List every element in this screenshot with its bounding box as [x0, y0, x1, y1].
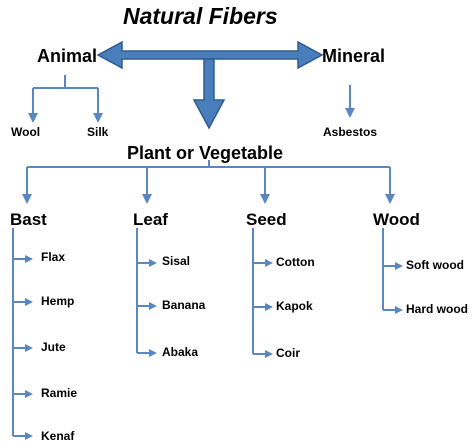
- bast-arrowhead: [25, 255, 33, 263]
- seed-arrowhead: [265, 259, 273, 267]
- arrowhead-wood: [385, 194, 395, 204]
- kenaf-label: Kenaf: [41, 429, 75, 443]
- soft-wood-label: Soft wood: [406, 258, 464, 272]
- bast-label: Bast: [10, 210, 47, 229]
- bast-arrowhead: [25, 344, 33, 352]
- diagram-title: Natural Fibers: [123, 3, 278, 29]
- wool-label: Wool: [11, 125, 41, 139]
- leaf-arrowhead: [149, 349, 157, 357]
- jute-label: Jute: [41, 340, 66, 354]
- plant-connectors: [26, 160, 391, 198]
- arrowhead-silk: [93, 113, 103, 123]
- wood-arrowhead: [395, 306, 403, 314]
- down-arrow: [192, 58, 226, 130]
- animal-connectors: [32, 75, 99, 117]
- bast-branch: [12, 228, 33, 440]
- wood-branch: [382, 228, 403, 314]
- seed-label: Seed: [246, 210, 287, 229]
- coir-label: Coir: [276, 346, 300, 360]
- asbestos-label: Asbestos: [323, 125, 378, 139]
- cotton-label: Cotton: [276, 255, 315, 269]
- arrowhead-bast: [22, 194, 32, 204]
- seed-arrowhead: [265, 303, 273, 311]
- wood-arrowhead: [395, 262, 403, 270]
- kapok-label: Kapok: [276, 299, 313, 313]
- arrowhead-wool: [28, 113, 38, 123]
- double-headed-arrow: [96, 40, 324, 70]
- leaf-label: Leaf: [133, 210, 168, 229]
- plant-label: Plant or Vegetable: [127, 143, 284, 163]
- hard-wood-label: Hard wood: [406, 302, 468, 316]
- hemp-label: Hemp: [41, 294, 75, 308]
- bast-arrowhead: [25, 390, 33, 398]
- animal-label: Animal: [37, 46, 98, 66]
- leaf-branch: [136, 228, 157, 357]
- seed-arrowhead: [265, 350, 273, 358]
- mineral-label: Mineral: [322, 46, 386, 66]
- leaf-arrowhead: [149, 259, 157, 267]
- arrowhead-asbestos: [345, 108, 355, 118]
- bast-arrowhead: [25, 298, 33, 306]
- arrowhead-leaf: [142, 194, 152, 204]
- abaka-label: Abaka: [162, 345, 199, 359]
- ramie-label: Ramie: [41, 386, 78, 400]
- wood-label: Wood: [373, 210, 420, 229]
- bast-arrowhead: [25, 432, 33, 440]
- sisal-label: Sisal: [162, 254, 191, 268]
- banana-label: Banana: [162, 298, 206, 312]
- flax-label: Flax: [41, 250, 66, 264]
- silk-label: Silk: [87, 125, 109, 139]
- leaf-arrowhead: [149, 302, 157, 310]
- arrowhead-seed: [260, 194, 270, 204]
- seed-branch: [252, 228, 273, 358]
